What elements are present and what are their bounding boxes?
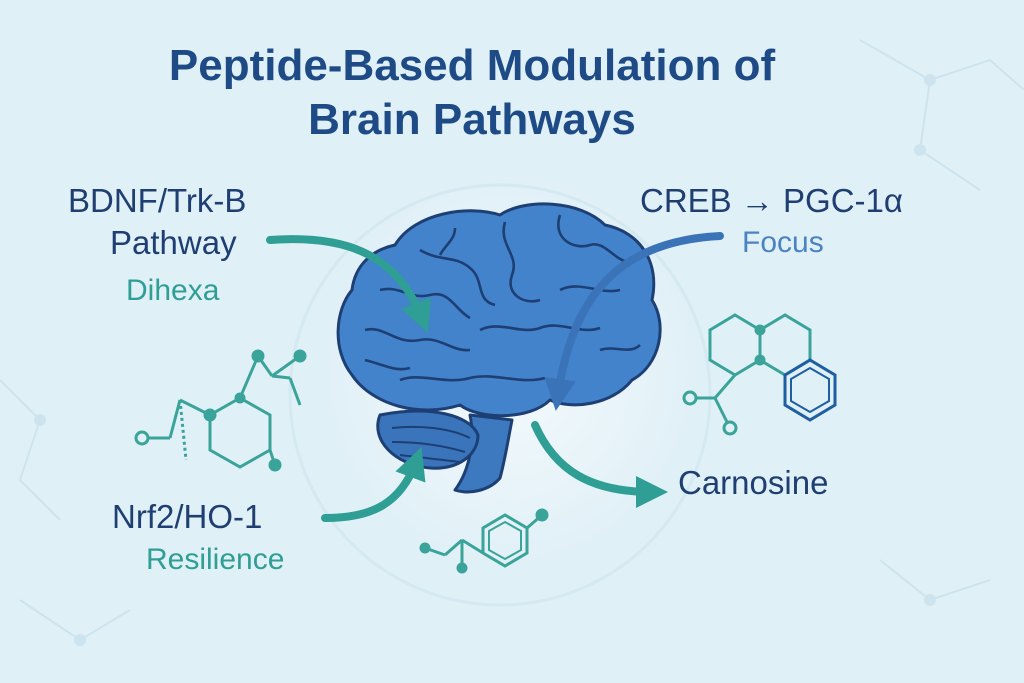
molecule-left-icon [134, 349, 307, 472]
bdnf-label-line2: Pathway [110, 224, 237, 261]
arrow-brain-to-carnosine [531, 421, 668, 508]
molecule-right-icon [682, 313, 837, 436]
creb-label: CREB → PGC-1α [640, 182, 903, 219]
brain-icon [336, 202, 662, 494]
bdnf-agent: Dihexa [126, 274, 220, 307]
arrow-bdnf-to-brain [266, 235, 431, 333]
background-network-icon [0, 39, 1024, 646]
diagram-title-line1: Peptide-Based Modulation of [168, 41, 776, 90]
arrow-creb-to-brain [544, 232, 724, 411]
bdnf-label-line1: BDNF/Trk-B [68, 182, 247, 219]
diagram-title-line2: Brain Pathways [308, 95, 636, 144]
nrf2-label: Nrf2/HO-1 [112, 498, 263, 535]
creb-agent: Focus [742, 226, 824, 259]
molecule-bottom-icon [419, 508, 549, 574]
arrow-nrf2-to-brain [321, 447, 426, 522]
carnosine-label: Carnosine [678, 464, 829, 501]
nrf2-agent: Resilience [146, 543, 285, 576]
